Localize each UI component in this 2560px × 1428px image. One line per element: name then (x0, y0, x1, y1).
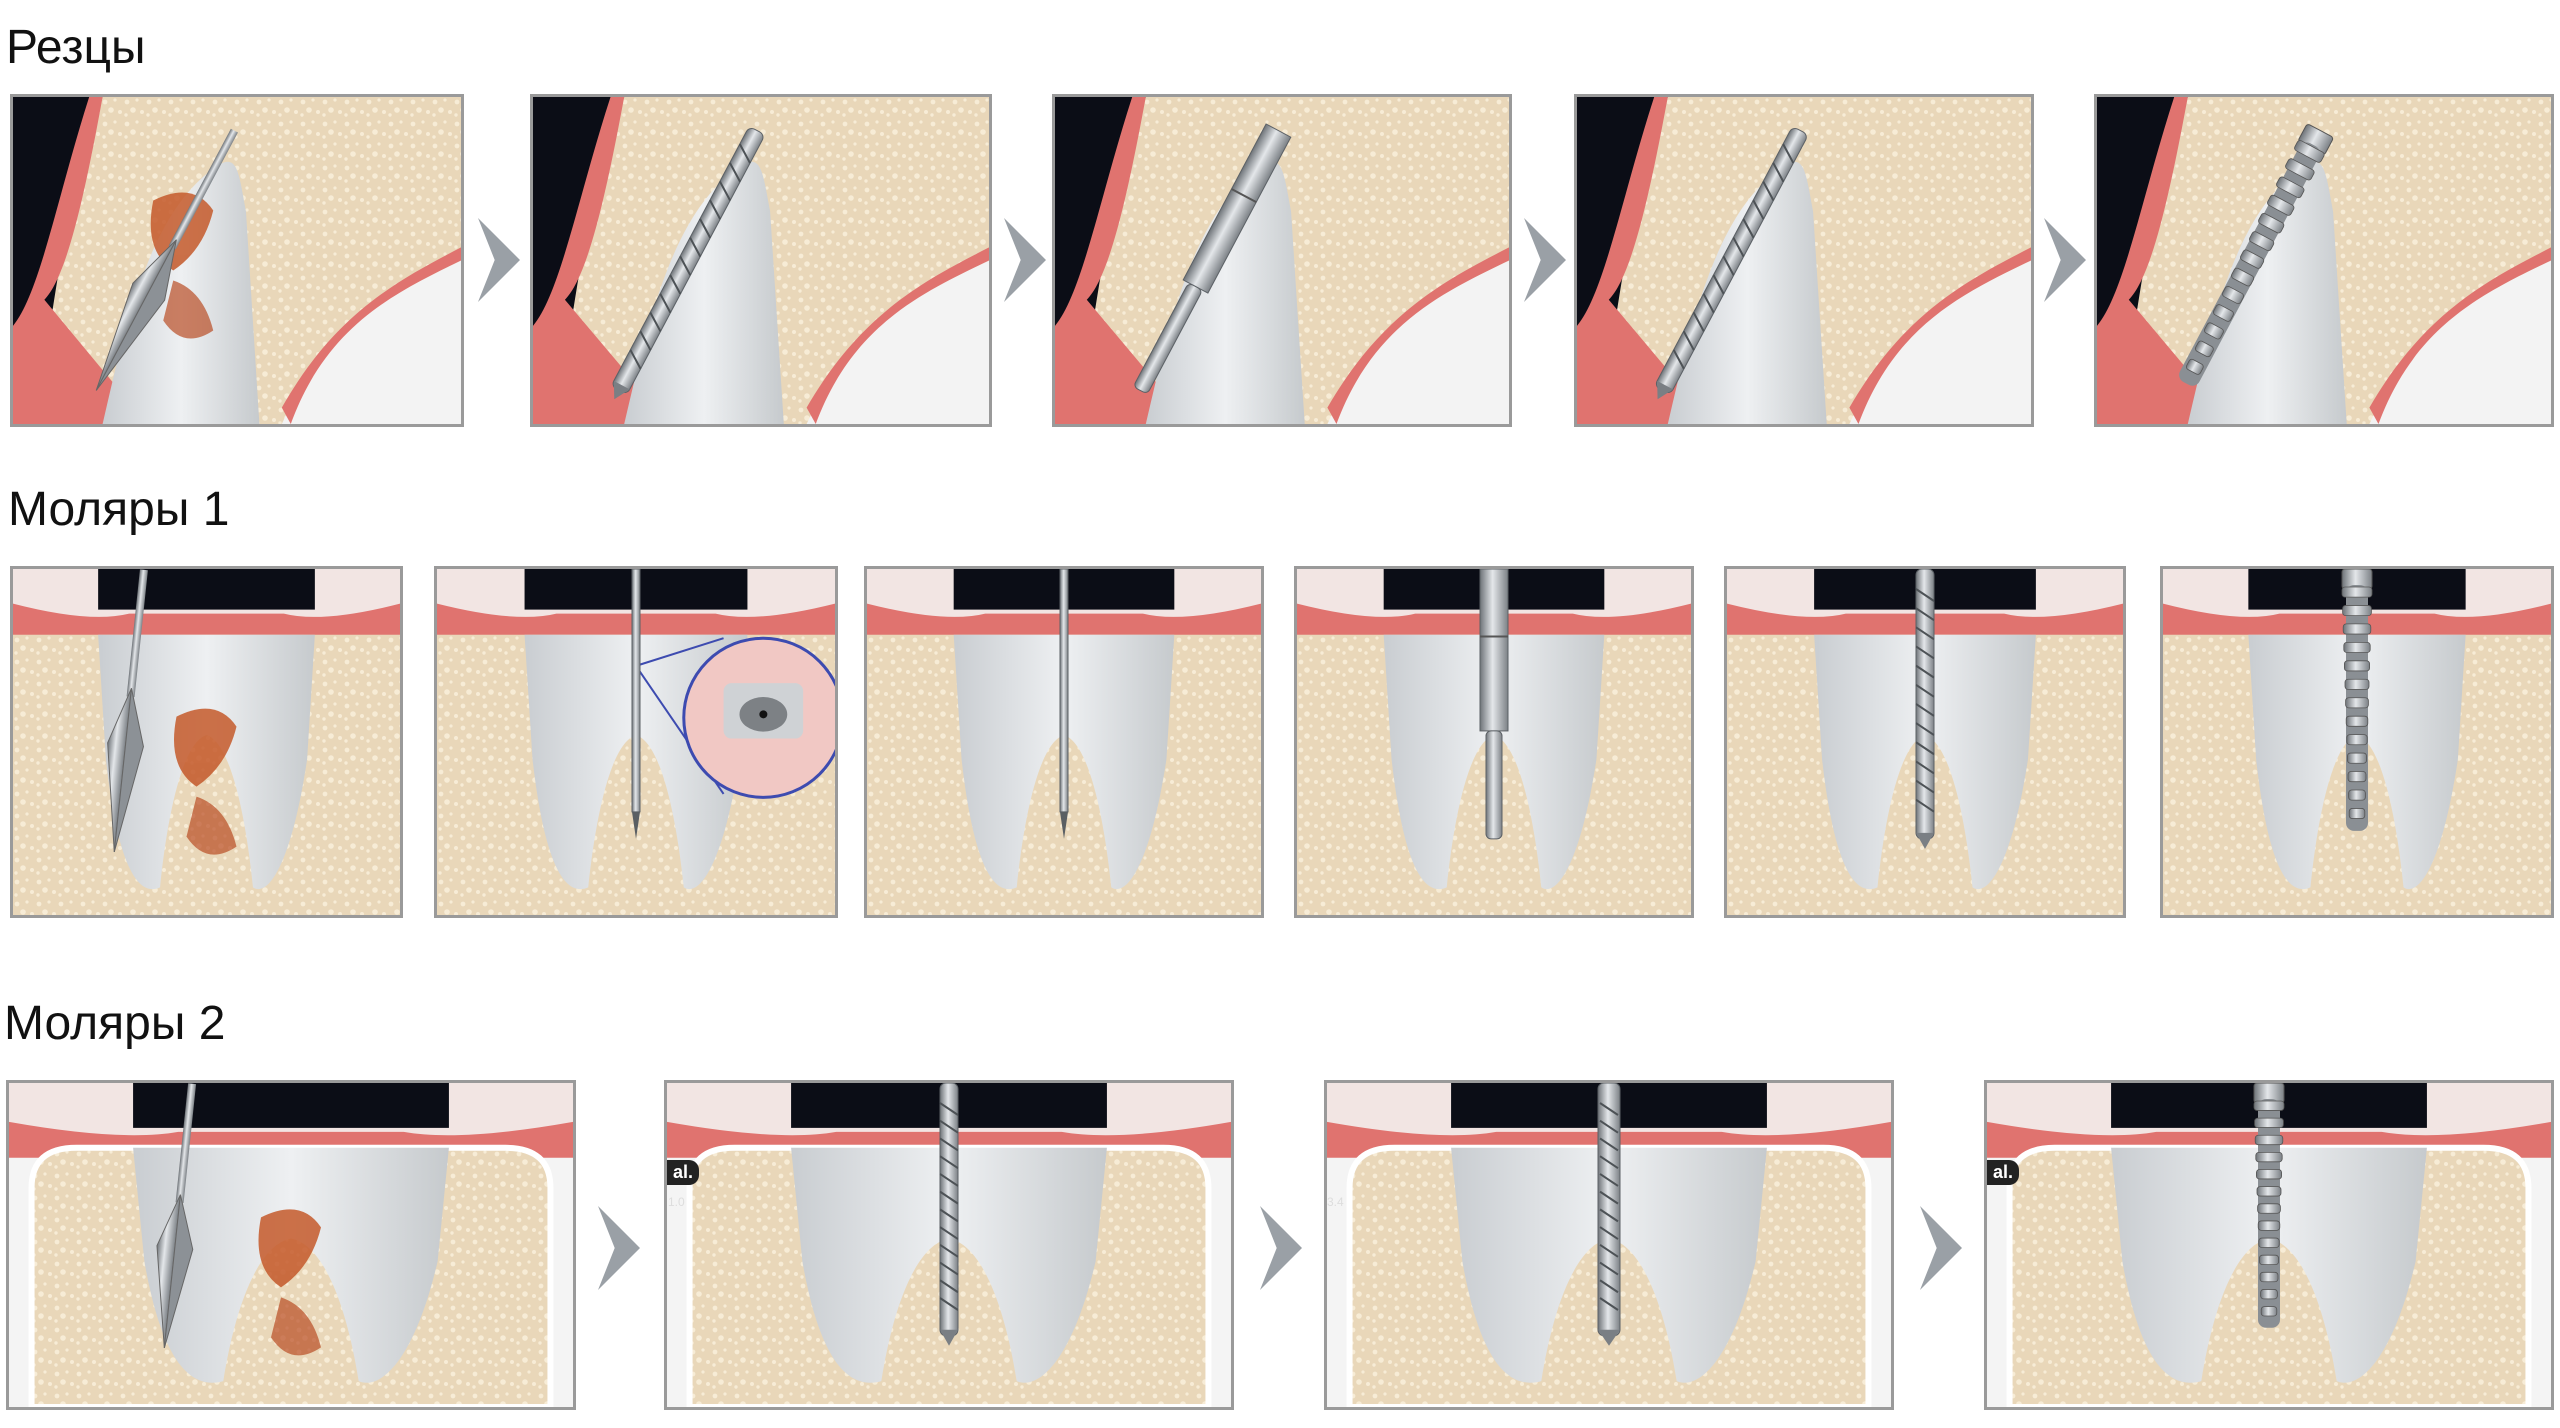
tooth-socket (1667, 161, 1827, 424)
overlay-depth-label: 1.0 (668, 1195, 685, 1209)
magnified-view (635, 636, 835, 799)
adjacent-tooth (1849, 260, 2031, 424)
adjacent-tooth (2369, 260, 2551, 424)
cone-bur-icon (95, 128, 238, 391)
tooth-socket (133, 1147, 449, 1383)
step-illustration (13, 97, 461, 424)
tooth-socket (1451, 1147, 1767, 1383)
implant-icon (2179, 124, 2334, 386)
incisor-step-3 (1052, 94, 1512, 427)
molar1-step-6 (2160, 566, 2554, 918)
step-illustration (867, 569, 1261, 915)
twist-drill-icon (1915, 569, 1935, 849)
step-arrow-icon (594, 1206, 640, 1290)
adjacent-tooth (1327, 260, 1509, 424)
step-illustration (2097, 97, 2551, 424)
infection-area (174, 708, 237, 855)
step-illustration (1297, 569, 1691, 915)
chevron-right-icon (478, 218, 520, 302)
screw-tap-icon (1597, 1083, 1621, 1346)
step-illustration (1727, 569, 2123, 915)
gum-tissue (1055, 97, 1192, 424)
molar1-step-4 (1294, 566, 1694, 918)
step-illustration (1577, 97, 2031, 424)
dark-gap (98, 569, 315, 610)
adjacent-tooth (806, 260, 989, 424)
row-title-molars-1: Моляры 1 (8, 483, 230, 536)
cone-bur-icon (107, 569, 148, 853)
tooth-socket (1145, 161, 1305, 424)
gum-tissue (13, 603, 400, 645)
molar2-step-2 (664, 1080, 1234, 1410)
step-arrow-icon (1916, 1206, 1962, 1290)
chevron-right-icon (1004, 218, 1046, 302)
incisor-step-1 (10, 94, 464, 427)
step-arrow-icon (1256, 1206, 1302, 1290)
stepped-drill-icon (612, 127, 764, 400)
depth-drill-icon (939, 1083, 959, 1346)
tooth-socket (624, 161, 784, 424)
chevron-right-icon (2044, 218, 2086, 302)
dark-gap (133, 1083, 449, 1128)
gum-tissue (13, 97, 148, 424)
tooth-socket (2248, 634, 2466, 890)
chevron-right-icon (1920, 1206, 1962, 1290)
row-title-molars-2: Моляры 2 (4, 997, 226, 1050)
row-title-incisors: Резцы (6, 21, 146, 74)
incisor-step-2 (530, 94, 992, 427)
step-illustration (9, 1083, 573, 1407)
molar1-step-1 (10, 566, 403, 918)
step-illustration (13, 569, 400, 915)
pilot-rod-icon (1479, 569, 1509, 840)
cone-bur-icon (156, 1083, 197, 1349)
incisor-step-5 (2094, 94, 2554, 427)
adjacent-tooth (281, 260, 461, 424)
needle-drill-icon (1059, 569, 1069, 839)
step-illustration (437, 569, 835, 915)
step-illustration (2163, 569, 2551, 915)
overlay-tag: al. (667, 1160, 700, 1185)
pilot-needle-icon (631, 569, 641, 839)
step-arrow-icon (1520, 218, 1566, 302)
molar2-step-4 (1984, 1080, 2554, 1410)
chevron-right-icon (1524, 218, 1566, 302)
tooth-socket (953, 634, 1175, 890)
step-illustration (667, 1083, 1231, 1407)
overlay-depth-label: 3.4 (1327, 1195, 1344, 1209)
twist-drill-icon (1655, 127, 1807, 400)
molar2-step-3 (1324, 1080, 1894, 1410)
step-illustration (1327, 1083, 1891, 1407)
tooth-socket (1383, 634, 1605, 890)
incisor-step-4 (1574, 94, 2034, 427)
tooth-socket (791, 1147, 1107, 1383)
step-illustration (533, 97, 989, 424)
step-arrow-icon (1000, 218, 1046, 302)
molar2-step-1 (6, 1080, 576, 1410)
tooth-socket (2111, 1147, 2427, 1383)
implant-icon (2341, 569, 2373, 831)
gum-tissue (1577, 97, 1714, 424)
tooth-socket (1814, 634, 2036, 890)
step-arrow-icon (2040, 218, 2086, 302)
molar1-step-2 (434, 566, 838, 918)
step-illustration (1055, 97, 1509, 424)
tooth-socket (2187, 161, 2347, 424)
overlay-tag: al. (1987, 1160, 2020, 1185)
tooth-socket (98, 634, 315, 890)
step-illustration (1987, 1083, 2551, 1407)
osteotome-icon (1134, 123, 1292, 393)
implant-icon (2253, 1083, 2285, 1328)
chevron-right-icon (598, 1206, 640, 1290)
gum-tissue (533, 97, 670, 424)
molar1-step-3 (864, 566, 1264, 918)
step-arrow-icon (474, 218, 520, 302)
chevron-right-icon (1260, 1206, 1302, 1290)
gum-tissue (2097, 97, 2234, 424)
molar1-step-5 (1724, 566, 2126, 918)
infection-area (258, 1209, 321, 1356)
